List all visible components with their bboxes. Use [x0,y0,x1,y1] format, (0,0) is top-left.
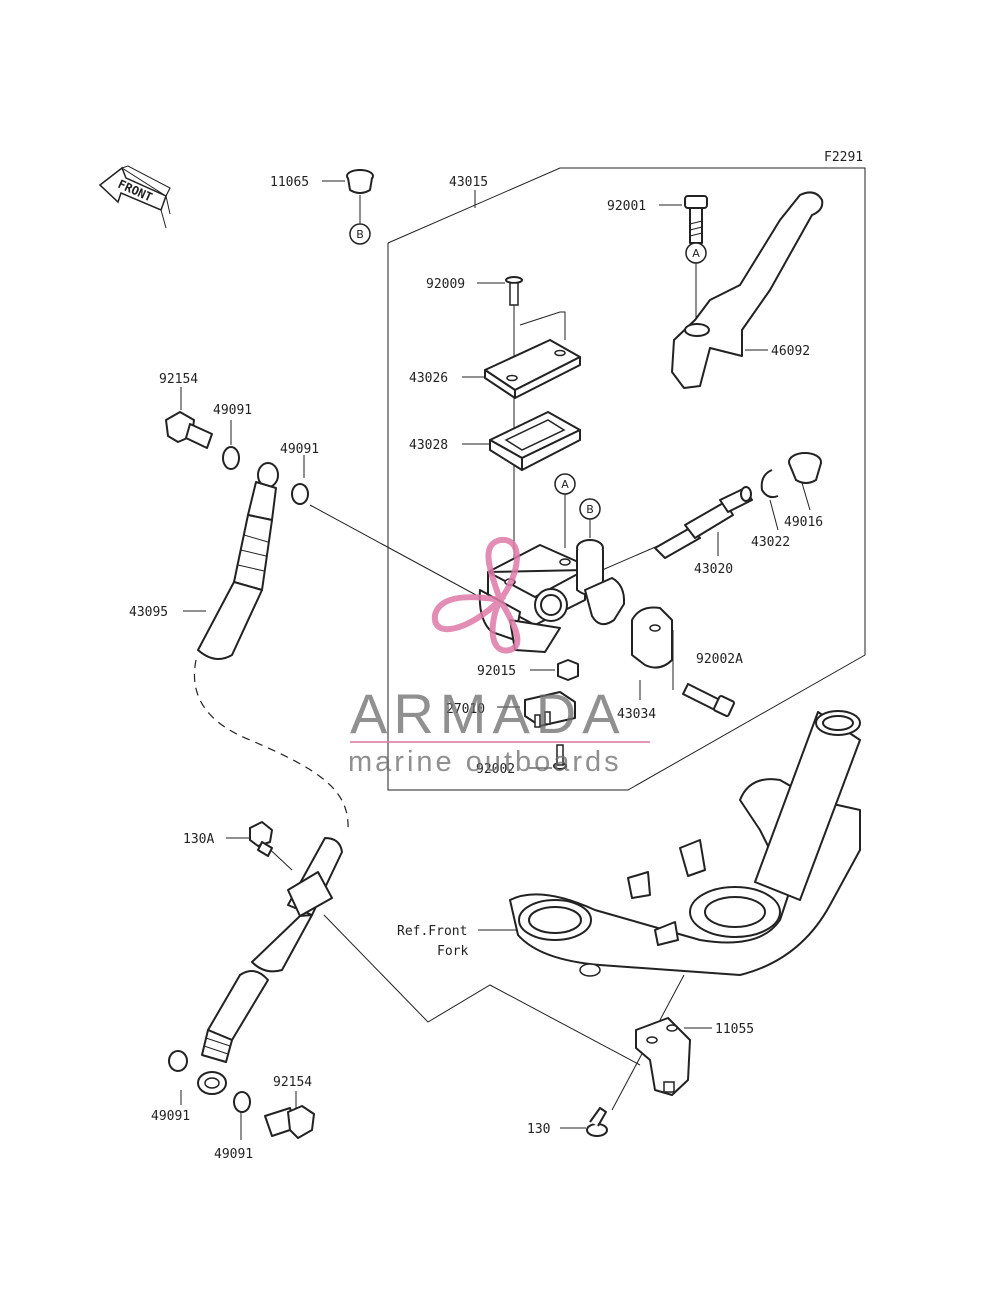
figure-code: F2291 [824,150,863,165]
label-92154-top: 92154 [159,372,198,387]
part-92154-bottom-bolt [264,1105,315,1139]
callout-b-top: B [356,228,364,241]
label-ref-front-fork-2: Fork [437,944,468,959]
part-49091-washer-b [291,483,309,505]
part-92015-nut [557,659,579,681]
callout-a-top: A [692,247,700,260]
callout-a-circle-top [685,242,707,264]
label-43020: 43020 [694,562,733,577]
part-130A-bolt [249,821,273,857]
part-49091-washer-c [168,1050,188,1072]
assembly-boundary [387,167,866,791]
callout-b-circle-top [349,223,371,245]
watermark-brand: ARMADA [350,682,626,745]
label-92001: 92001 [607,199,646,214]
part-43028-diaphragm [489,411,581,471]
part-43034-holder [631,606,673,669]
label-46092: 46092 [771,344,810,359]
part-43095-hose-upper [197,462,279,660]
callout-a-mid: A [561,478,569,491]
front-fork-top-bridge [509,710,861,977]
part-92002-screw [553,744,567,770]
part-92154-top-bolt [165,411,213,449]
label-49091-b: 49091 [280,442,319,457]
hose-break-line [193,659,349,831]
label-ref-front-fork-1: Ref.Front [397,924,467,939]
part-130-bolt [586,1107,608,1137]
part-92001-bolt [684,195,708,244]
label-92015: 92015 [477,664,516,679]
propeller-icon [431,536,521,654]
part-43026-cover [484,339,581,399]
label-130: 130 [527,1122,550,1137]
watermark-tagline: marine outboards [348,746,622,778]
callout-b-mid: B [586,503,594,516]
label-49091-a: 49091 [213,403,252,418]
label-92002: 92002 [476,762,515,777]
part-49091-washer-d [233,1091,251,1113]
label-130A: 130A [183,832,214,847]
label-43015: 43015 [449,175,488,190]
part-49016-boot [788,452,822,484]
label-43026: 43026 [409,371,448,386]
label-43022: 43022 [751,535,790,550]
label-49091-d: 49091 [214,1147,253,1162]
master-cylinder-body [478,539,626,653]
part-11065-cap [346,169,374,194]
label-92154-bottom: 92154 [273,1075,312,1090]
part-92002A-bolt [682,683,735,717]
label-43034: 43034 [617,707,656,722]
label-11065: 11065 [270,175,309,190]
front-arrow-icon: FRONT [98,165,171,229]
label-49091-c: 49091 [151,1109,190,1124]
label-27010: 27010 [446,702,485,717]
part-43020-piston [654,486,753,559]
watermark-logo [431,536,521,654]
label-49016: 49016 [784,515,823,530]
callout-a-circle-mid [554,473,576,495]
callout-b-circle-mid [579,498,601,520]
part-49091-washer-a [222,446,240,470]
label-43095: 43095 [129,605,168,620]
label-11055: 11055 [715,1022,754,1037]
front-label: FRONT [116,177,155,204]
label-92009: 92009 [426,277,465,292]
label-43028: 43028 [409,438,448,453]
part-92009-screw [505,276,523,306]
part-43022-circlip [760,469,779,499]
label-92002A: 92002A [696,652,743,667]
part-27010-switch [524,691,576,728]
part-46092-lever [671,191,824,389]
part-43095-hose-lower [197,837,343,1095]
part-11055-bracket [635,1017,691,1096]
